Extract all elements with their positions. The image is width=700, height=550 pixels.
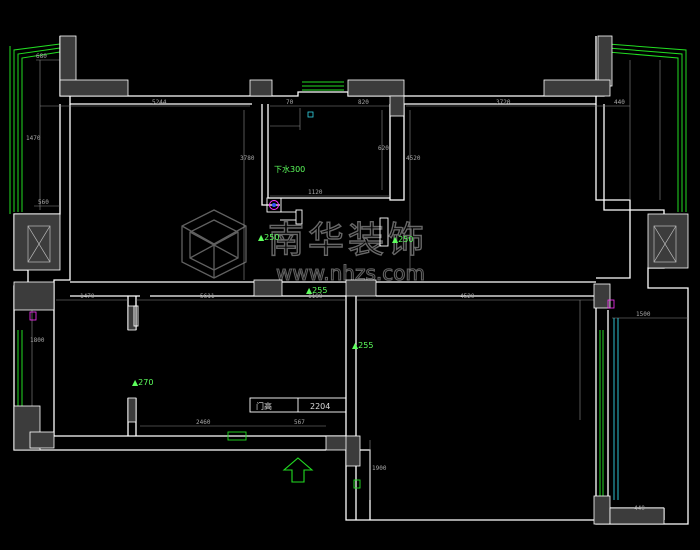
drain-marker-icon	[266, 197, 282, 213]
dim-top-mid-2: 820	[358, 99, 369, 106]
window-top-right	[607, 43, 687, 212]
dim-mid-3: 620	[378, 145, 389, 152]
dim-top-left-2: 5244	[152, 99, 167, 106]
dim-side-left-1: 1470	[26, 135, 41, 142]
dim-lower-2: 5611	[200, 293, 215, 300]
dim-lower-7: 1800	[30, 337, 45, 344]
window-top-left	[9, 43, 61, 214]
dim-top-left-1: 680	[36, 53, 47, 60]
level-mark-3: ▲255	[306, 286, 327, 295]
dim-top-right-2: 440	[614, 99, 625, 106]
fixture-marker-right-icon	[607, 299, 615, 309]
watermark-logo-icon	[181, 209, 247, 279]
doors	[133, 209, 619, 500]
dim-lower-4: 4520	[460, 293, 475, 300]
walls	[13, 36, 689, 525]
windows	[9, 43, 687, 505]
window-right-strip	[599, 330, 604, 505]
dim-side-left-2: 560	[38, 199, 49, 206]
door-height-value: 2204	[310, 402, 330, 411]
watermark: 南华装饰 www.nhzs.com	[181, 209, 428, 286]
dim-lower-1: 1470	[80, 293, 95, 300]
window-left-lower	[13, 330, 23, 408]
dim-lower-6: 567	[294, 419, 305, 426]
level-mark-4: ▲255	[352, 341, 373, 350]
door-height-label: 门高	[256, 401, 272, 411]
dim-lower-5: 2460	[196, 419, 211, 426]
dim-lower-8: 1900	[372, 465, 387, 472]
dim-top-mid-1: 70	[286, 99, 294, 106]
dim-lower-3: 1180	[308, 293, 323, 300]
dim-lower-10: 440	[634, 505, 645, 512]
dim-mid-2: 1120	[308, 189, 323, 196]
entrance-arrow-icon	[282, 457, 314, 483]
level-mark-1: ▲250	[258, 233, 279, 242]
shaft-boxes	[27, 225, 677, 263]
dim-mid-4: 4520	[406, 155, 421, 162]
level-mark-5: ▲270	[132, 378, 153, 387]
drain-label: 下水300	[274, 164, 305, 174]
window-top-center	[302, 81, 344, 91]
dim-mid-1: 3780	[240, 155, 255, 162]
sensor-marker-icon	[307, 111, 314, 118]
dimension-lines	[31, 59, 688, 513]
dim-top-right-1: 3720	[496, 99, 511, 106]
level-mark-2: ▲250	[392, 235, 413, 244]
fixture-marker-left-icon	[29, 311, 37, 321]
dimension-labels: 680 5244 70 820 3720 440 1470 560 3780 1…	[26, 53, 651, 512]
dim-lower-9: 1500	[636, 311, 651, 318]
door-height-table: 门高 2204	[249, 397, 347, 413]
structural-columns	[13, 35, 689, 525]
watermark-company: 南华装饰	[268, 220, 428, 261]
